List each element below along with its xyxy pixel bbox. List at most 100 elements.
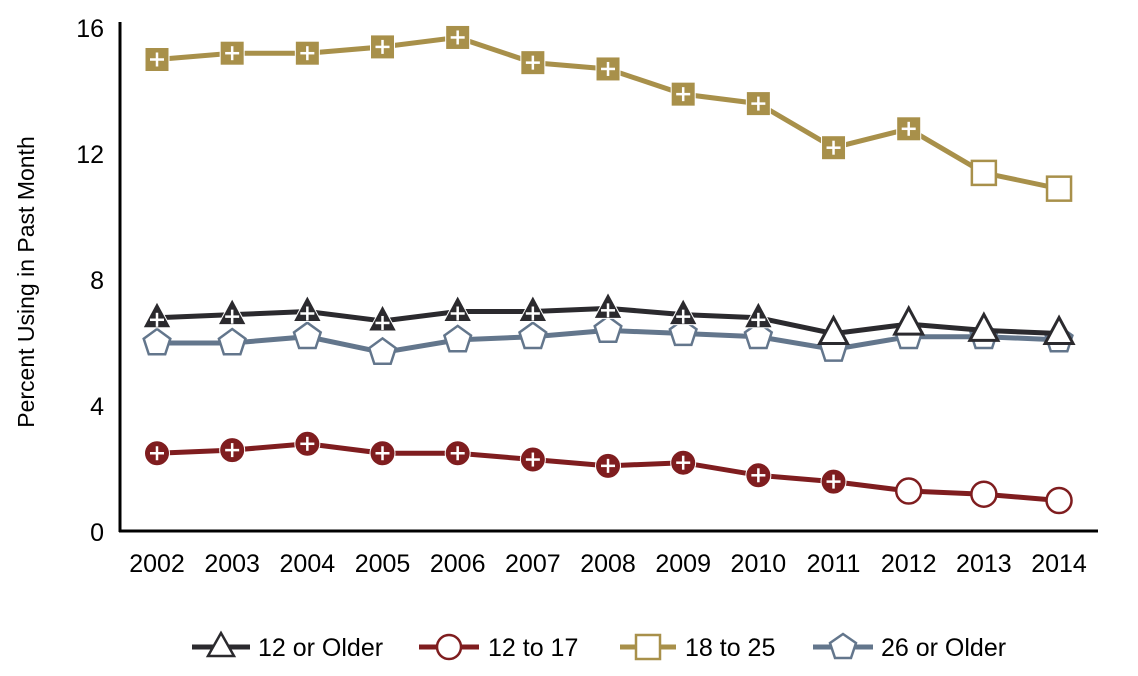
plus-icon [751,312,766,327]
pentagon-marker-icon [217,327,247,356]
series-12-or-older [142,291,1076,346]
plus-icon [450,446,465,461]
x-tick-label: 2008 [580,550,636,578]
data-point[interactable] [1045,486,1073,515]
data-point[interactable] [967,311,1001,342]
data-point[interactable] [892,304,926,336]
square-marker-icon [745,91,771,117]
data-point[interactable] [593,314,623,343]
legend-label: 26 or Older [881,634,1006,662]
data-point[interactable] [442,324,473,353]
data-point[interactable] [292,321,323,350]
data-point[interactable] [370,34,396,60]
legend-item-26-or-older[interactable]: 26 or Older [813,632,1006,662]
y-tick-label: 12 [76,141,104,169]
data-point[interactable] [294,430,321,457]
data-point[interactable] [821,135,847,161]
data-point[interactable] [593,291,623,319]
triangle-marker-icon [205,630,237,658]
plus-icon [450,30,465,45]
legend-item-18-to-25[interactable]: 18 to 25 [620,633,775,662]
data-point[interactable] [442,294,473,322]
data-point[interactable] [670,81,696,107]
triangle-marker-icon [892,304,926,336]
data-point[interactable] [142,300,172,329]
triangle-marker-icon [967,311,1001,342]
plus-icon [300,436,315,451]
data-point[interactable] [217,327,247,356]
data-point[interactable] [894,477,923,505]
data-point[interactable] [518,321,548,350]
data-point[interactable] [820,468,847,495]
plus-icon [525,452,540,467]
data-point[interactable] [144,47,170,72]
plus-icon [826,474,841,489]
data-point[interactable] [369,440,396,467]
data-point[interactable] [1042,314,1076,346]
series-18-to-25 [144,24,1073,202]
y-tick-label: 0 [90,519,104,547]
data-point[interactable] [745,91,771,117]
pentagon-marker-icon [668,318,698,347]
legend-item-12-or-older[interactable]: 12 or Older [192,630,383,662]
legend-item-12-to-17[interactable]: 12 to 17 [419,633,578,662]
pentagon-marker-icon [518,321,548,350]
data-point[interactable] [970,480,998,508]
data-point[interactable] [670,449,697,476]
circle-marker-icon [970,480,998,508]
data-point[interactable] [896,116,922,142]
y-tick-label: 4 [90,393,104,421]
data-point[interactable] [817,314,851,346]
x-tick-label: 2010 [731,550,787,578]
x-tick-label: 2007 [505,550,561,578]
legend-label: 18 to 25 [685,634,775,662]
data-point[interactable] [219,40,245,66]
series-layer [142,24,1076,515]
data-point[interactable] [519,446,546,473]
x-tick-label: 2011 [807,550,861,578]
pentagon-marker-icon [367,336,398,366]
data-point[interactable] [367,303,398,332]
y-tick-label: 8 [90,267,104,295]
data-point[interactable] [743,321,774,350]
circle-marker-icon [1045,486,1073,515]
plus-icon [525,55,540,70]
data-point[interactable] [745,462,772,489]
plus-icon [901,121,916,136]
pentagon-marker-icon [292,321,323,350]
data-point[interactable] [294,40,320,66]
square-marker-icon [634,633,662,661]
data-point[interactable] [292,294,323,322]
data-point[interactable] [595,452,622,479]
plus-icon [375,446,390,461]
plus-icon [601,458,616,473]
data-point[interactable] [1045,175,1073,202]
data-point[interactable] [518,294,548,322]
plus-icon [225,443,240,458]
plus-icon [601,303,616,318]
pentagon-marker-icon [142,327,172,356]
square-marker-icon [970,159,998,187]
data-point[interactable] [595,56,621,82]
pentagon-marker-icon [593,314,623,343]
plus-icon [375,315,390,330]
triangle-marker-icon [817,314,851,346]
data-point[interactable] [142,327,172,356]
data-point[interactable] [668,297,699,326]
plus-icon [676,87,691,102]
data-point[interactable] [367,336,398,366]
plus-icon [676,309,691,324]
data-point[interactable] [743,300,774,329]
data-point[interactable] [445,24,471,50]
data-point[interactable] [219,437,246,464]
plus-icon [826,140,841,155]
data-point[interactable] [444,440,471,467]
data-point[interactable] [668,318,698,347]
data-point[interactable] [520,50,546,76]
data-point[interactable] [217,297,248,326]
data-point[interactable] [970,159,998,187]
data-point[interactable] [144,440,170,467]
